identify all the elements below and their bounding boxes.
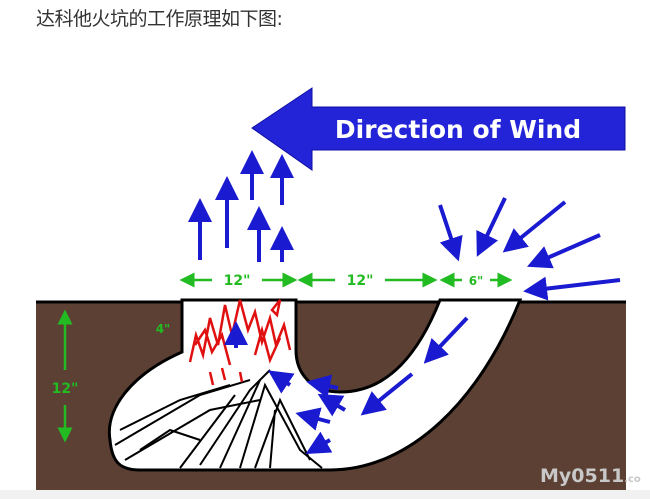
ledge-label: 4" [156,322,171,336]
wind-direction-arrow: Direction of Wind [251,87,626,171]
caption-text: 达科他火坑的工作原理如下图: [36,8,283,30]
watermark-logo: My0511.co [540,465,641,487]
measurement-lines [57,272,513,443]
depth-label: 12" [52,381,79,397]
intake-width-label: 6" [469,274,484,288]
intake-air-arrows-icon [268,197,621,454]
wind-direction-label: Direction of Wind [335,115,581,144]
fire-chamber-and-air-tunnel [107,298,523,472]
firewood-icon [114,369,323,469]
fire-hole-width-label: 12" [224,273,251,289]
spacing-label: 12" [347,273,374,289]
flames-icon [188,299,292,386]
rising-smoke-arrows-icon [188,150,294,262]
page-bottom-strip [0,490,650,499]
